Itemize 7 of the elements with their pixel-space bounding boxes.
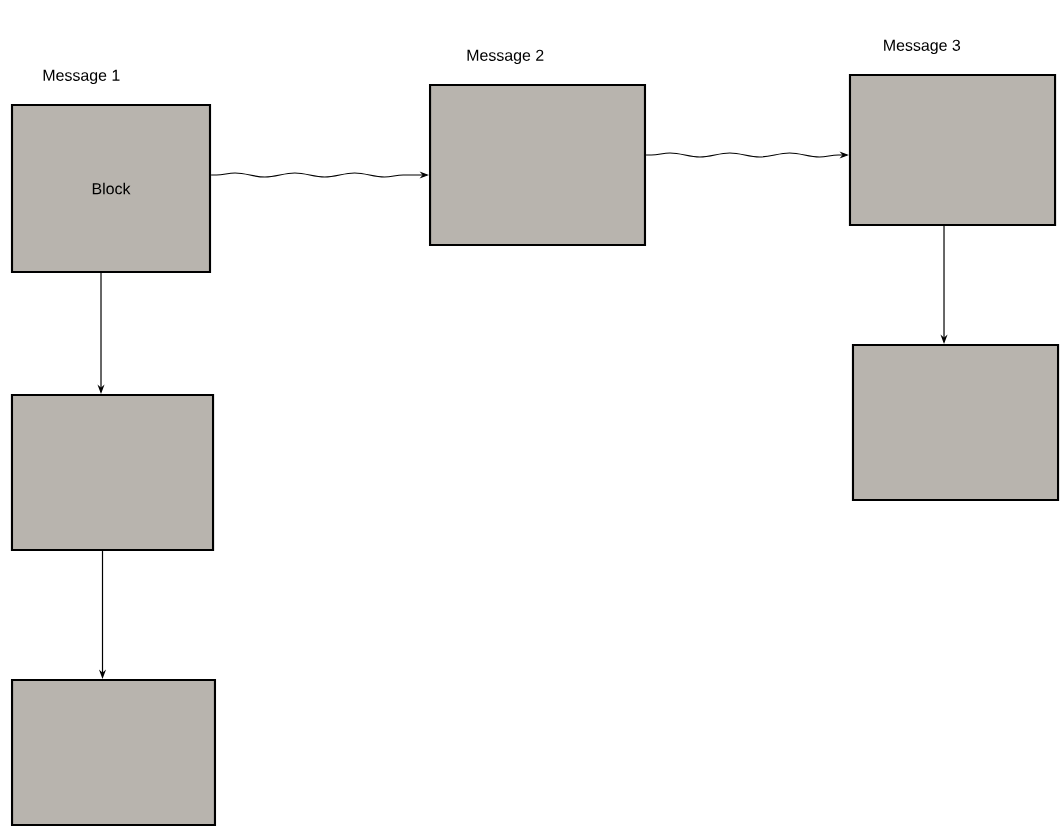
message-heading: Message 2 xyxy=(467,49,544,65)
block-box xyxy=(10,393,215,552)
block-box: Block xyxy=(10,103,212,274)
block-box xyxy=(10,678,217,827)
message-heading: Message 1 xyxy=(43,69,120,85)
message-heading: Message 3 xyxy=(884,39,961,55)
block-box xyxy=(851,343,1060,502)
